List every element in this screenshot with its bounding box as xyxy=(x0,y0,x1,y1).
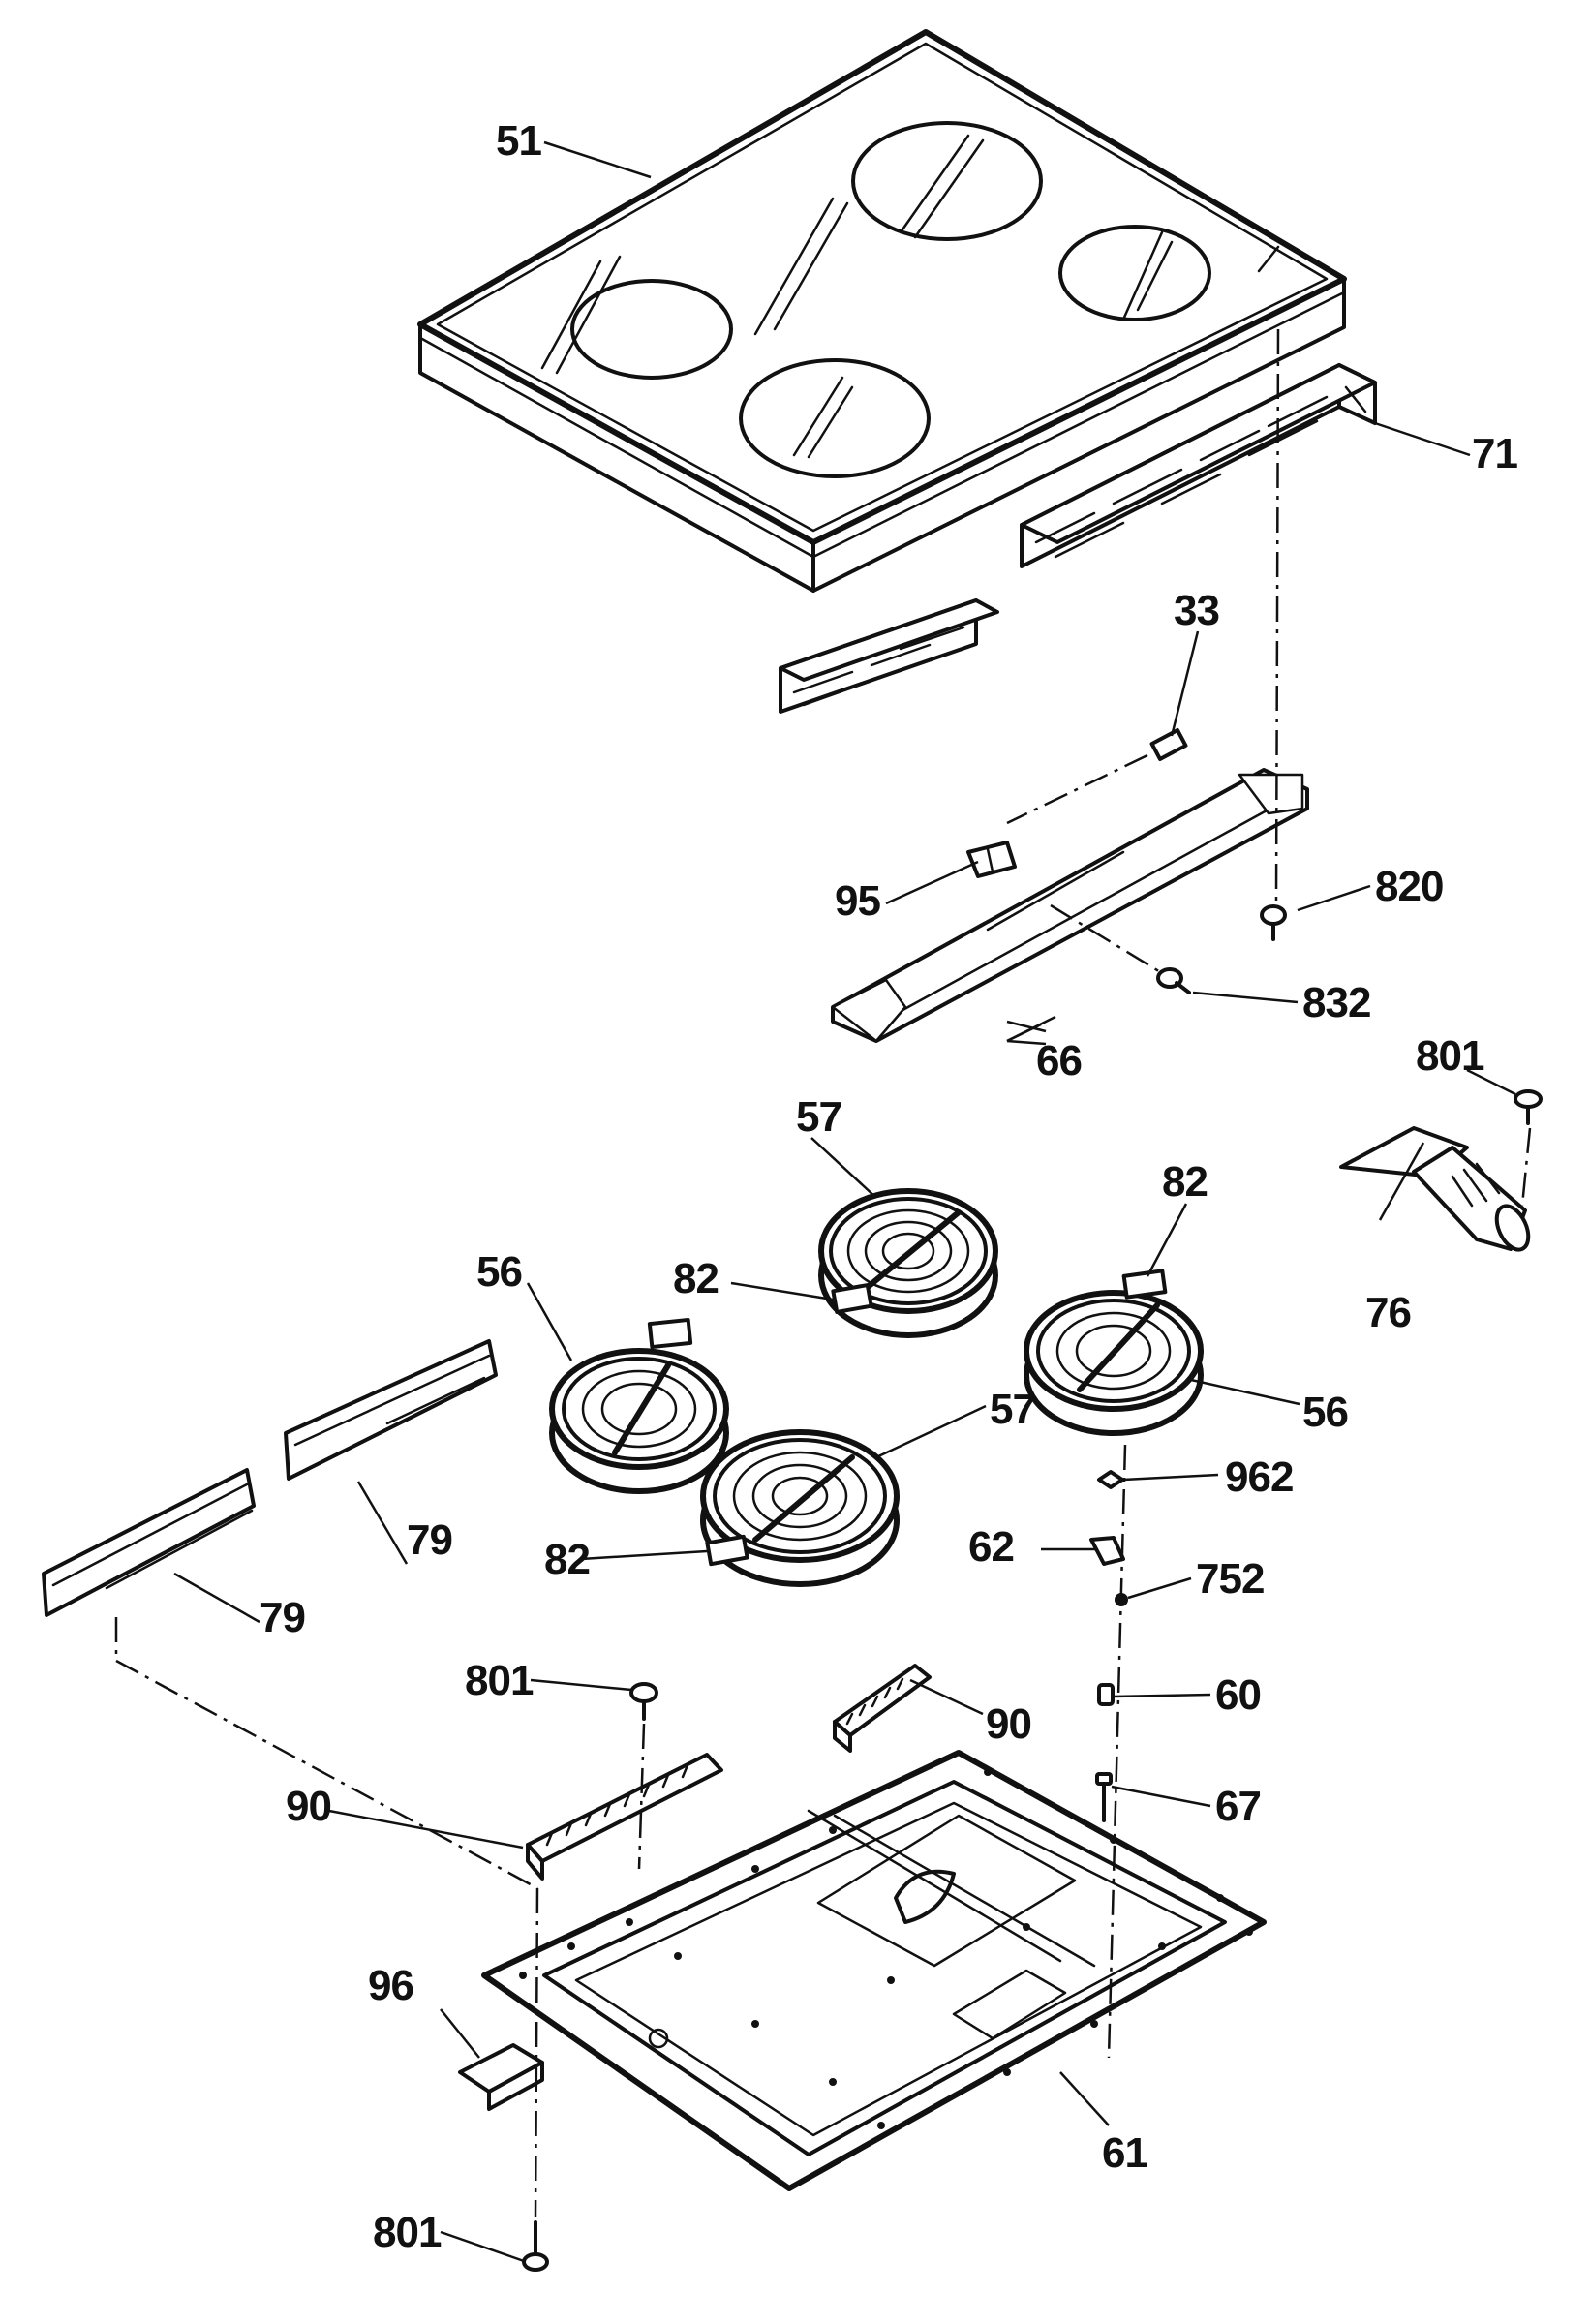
wire-harness-conduit xyxy=(1339,1126,1531,1252)
radiant-element-back xyxy=(818,1188,998,1338)
label-79-upper: 79 xyxy=(407,1516,452,1564)
label-67: 67 xyxy=(1215,1783,1261,1830)
label-801-top: 801 xyxy=(1416,1032,1484,1080)
leader-lines xyxy=(173,140,1516,2263)
screw-832 xyxy=(1156,967,1191,994)
element-rail-left xyxy=(526,1753,723,1881)
label-820: 820 xyxy=(1375,863,1443,910)
label-76: 76 xyxy=(1365,1289,1411,1336)
label-82-right: 82 xyxy=(1162,1158,1208,1206)
label-51: 51 xyxy=(496,117,541,165)
screw-801-top xyxy=(1514,1089,1543,1207)
label-57-bottom: 57 xyxy=(990,1386,1035,1433)
burner-ring-front xyxy=(739,358,931,478)
label-801-mid: 801 xyxy=(465,1657,534,1704)
label-62: 62 xyxy=(968,1523,1014,1571)
label-82-bottom: 82 xyxy=(544,1536,590,1583)
screw-820 xyxy=(1260,904,1287,941)
burner-ring-left xyxy=(570,279,733,380)
label-71: 71 xyxy=(1472,430,1517,477)
label-56-right: 56 xyxy=(1302,1389,1348,1436)
hardware-stack xyxy=(1089,1470,1128,1822)
screw-801-bottom xyxy=(522,2220,549,2272)
burner-box-base-pan xyxy=(481,1750,1267,2191)
screw-801-mid xyxy=(629,1682,658,1721)
heat-shield-lower xyxy=(42,1468,256,1617)
burner-ring-right xyxy=(1058,225,1211,321)
radiant-element-right xyxy=(1024,1269,1204,1436)
label-57-top: 57 xyxy=(796,1093,841,1141)
support-bracket xyxy=(831,768,1309,1043)
wire-clip xyxy=(966,841,1017,878)
label-95: 95 xyxy=(835,877,880,925)
burner-ring-back xyxy=(851,121,1043,241)
part-labels: 51 71 33 820 95 832 66 801 57 82 82 56 7… xyxy=(260,117,1518,2256)
cooktop-glass-panel xyxy=(417,29,1347,593)
small-bracket-96 xyxy=(458,2043,544,2111)
label-79-lower: 79 xyxy=(260,1594,305,1641)
label-33: 33 xyxy=(1174,587,1219,634)
insulation-strip-front xyxy=(779,598,999,714)
label-82-mid: 82 xyxy=(673,1255,719,1302)
label-90-left: 90 xyxy=(286,1783,331,1830)
label-962: 962 xyxy=(1225,1453,1293,1501)
label-56-left: 56 xyxy=(476,1248,522,1296)
radiant-element-left xyxy=(549,1317,729,1494)
heat-shield-upper xyxy=(284,1339,498,1481)
label-96: 96 xyxy=(368,1962,413,2009)
limit-thermostat xyxy=(1006,728,1188,825)
label-90-right: 90 xyxy=(986,1700,1031,1748)
label-60: 60 xyxy=(1215,1671,1261,1719)
label-801-bottom: 801 xyxy=(373,2209,442,2256)
element-rail-right xyxy=(833,1664,932,1753)
label-66: 66 xyxy=(1036,1037,1082,1085)
label-61: 61 xyxy=(1102,2129,1147,2177)
label-752: 752 xyxy=(1196,1555,1264,1603)
label-832: 832 xyxy=(1302,979,1370,1026)
insulation-strip-rear xyxy=(1020,363,1377,568)
radiant-element-front xyxy=(700,1429,900,1587)
